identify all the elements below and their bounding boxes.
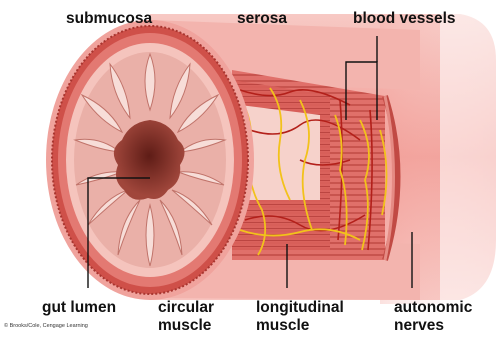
label-autonomic-nerves: autonomic nerves xyxy=(394,299,472,335)
label-gut-lumen: gut lumen xyxy=(42,299,116,317)
label-circular-muscle-line1: circular xyxy=(158,299,214,317)
label-longitudinal-muscle: longitudinal muscle xyxy=(256,299,344,335)
label-serosa: serosa xyxy=(237,10,287,28)
label-circular-muscle: circular muscle xyxy=(158,299,214,335)
label-autonomic-nerves-line1: autonomic xyxy=(394,299,472,317)
copyright-credit: © Brooks/Cole, Cengage Learning xyxy=(4,323,88,329)
label-longitudinal-muscle-line1: longitudinal xyxy=(256,299,344,317)
label-submucosa: submucosa xyxy=(66,10,152,28)
label-blood-vessels: blood vessels xyxy=(353,10,456,28)
label-longitudinal-muscle-line2: muscle xyxy=(256,317,344,335)
label-circular-muscle-line2: muscle xyxy=(158,317,214,335)
label-autonomic-nerves-line2: nerves xyxy=(394,317,472,335)
